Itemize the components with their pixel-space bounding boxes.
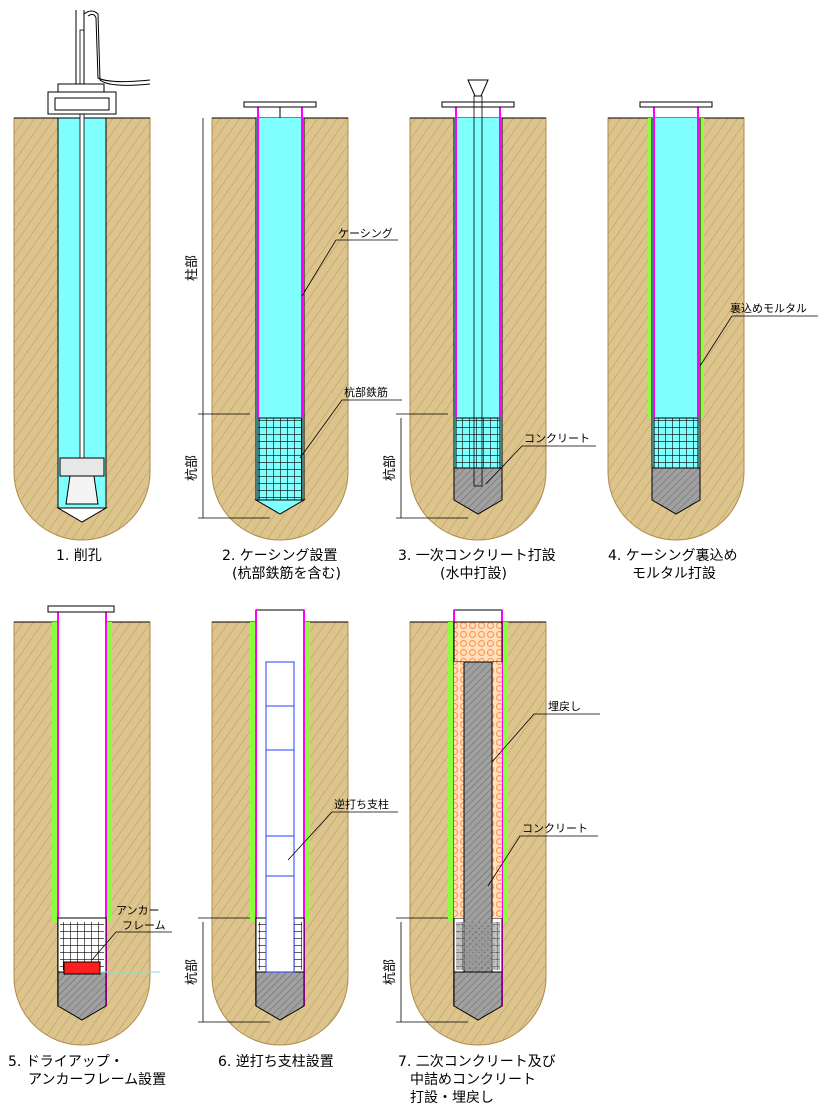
- leader-column: [287, 811, 398, 861]
- leader-concrete: [485, 445, 596, 485]
- leader-rebar: [299, 399, 402, 459]
- step-1-caption-line-1: 1. 削孔: [56, 548, 102, 564]
- leader-mortar: [699, 315, 818, 367]
- rebar-cage: [653, 417, 699, 469]
- step-6-caption-line-1: 6. 逆打ち支柱設置: [218, 1053, 334, 1070]
- concrete-tip: [255, 971, 305, 1021]
- pile-part-label: 杭部: [185, 959, 200, 985]
- leader-concrete-2: [487, 835, 598, 887]
- pile-rebar-label: 杭部鉄筋: [344, 385, 388, 399]
- anchor-frame: [63, 961, 101, 975]
- column-part-label: 柱部: [185, 255, 200, 281]
- drill-bit: [65, 475, 99, 505]
- step-3-caption-line-1: 3. 一次コンクリート打設: [398, 547, 556, 564]
- filled-column-concrete: [463, 661, 493, 973]
- step-7-caption-line-1: 7. 二次コンクリート及び: [398, 1054, 556, 1070]
- pile-part-label: 杭部: [185, 455, 200, 481]
- step-2-caption-line-1: 2. ケーシング設置: [222, 548, 338, 564]
- casing-label: ケーシング: [338, 226, 393, 240]
- backfill-label: 埋戻し: [548, 700, 581, 713]
- casing-cap-icon: [243, 101, 317, 118]
- hole-dry: [57, 609, 107, 921]
- anchor-frame-label-2: フレーム: [122, 919, 166, 932]
- concrete-2-label: コンクリート: [522, 822, 588, 835]
- bit-tip: [56, 507, 108, 523]
- drill-rig-icon: [47, 10, 151, 115]
- concrete-label: コンクリート: [524, 432, 590, 445]
- casing-cap: [47, 605, 115, 613]
- concrete-tip: [453, 971, 503, 1021]
- step-7-caption-line-3: 打設・埋戻し: [410, 1089, 494, 1106]
- pile-part-label: 杭部: [383, 455, 398, 481]
- anchor-frame-label-1: アンカー: [116, 904, 160, 917]
- pile-part-label: 杭部: [383, 959, 398, 985]
- casing-cap: [441, 101, 515, 108]
- leader-backfill: [491, 713, 600, 763]
- backfill-top: [453, 621, 503, 663]
- step-5-caption-line-2: アンカーフレーム設置: [28, 1072, 166, 1088]
- casing-cap: [639, 101, 713, 108]
- step-4-caption-line-1: 4. ケーシング裏込め: [608, 547, 738, 564]
- reverse-column-label: 逆打ち支柱: [334, 797, 389, 811]
- rebar-cage: [257, 417, 303, 501]
- drill-bucket: [59, 457, 105, 477]
- backfill-mortar-label: 裏込めモルタル: [730, 301, 807, 315]
- step-7-caption-line-2: 中詰めコンクリート: [410, 1072, 536, 1088]
- hole-water: [454, 118, 502, 468]
- reverse-column: [265, 661, 295, 973]
- leader-casing: [301, 239, 398, 297]
- step-4-caption-line-2: モルタル打設: [632, 565, 716, 582]
- hole-water: [652, 118, 700, 468]
- leader-anchor: [91, 931, 172, 961]
- rebar-cage: [455, 417, 501, 469]
- tremie-hopper-icon: [467, 79, 489, 487]
- step-2-caption-line-2: (杭部鉄筋を含む): [232, 565, 341, 582]
- step-5-caption-line-1: 5. ドライアップ・: [8, 1054, 124, 1070]
- step-3-caption-line-2: (水中打設): [440, 565, 507, 582]
- pile-concrete: [456, 922, 500, 970]
